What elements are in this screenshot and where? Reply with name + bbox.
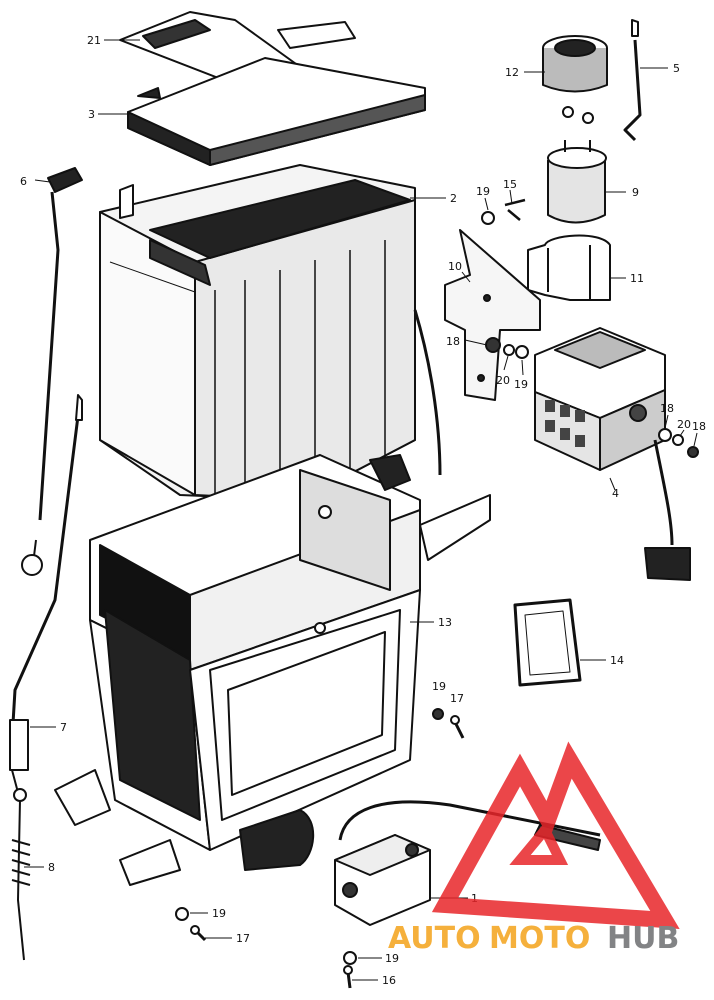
- watermark-moto: MOTO: [489, 921, 590, 956]
- fuse-box: [534, 327, 699, 581]
- callout-14: 14: [610, 654, 624, 667]
- callout-20-bracket: 20: [496, 374, 510, 387]
- callout-1: 1: [471, 892, 478, 905]
- callout-19-case: 19: [432, 680, 446, 693]
- callout-7: 7: [60, 721, 67, 734]
- callout-5: 5: [673, 62, 680, 75]
- watermark-hub: HUB: [607, 921, 679, 956]
- callout-labels: 21 3 6 2 12 5 9 19 15 11 10 18 20 19 18 …: [20, 34, 706, 987]
- callout-17-case: 17: [450, 692, 464, 705]
- ground-cable: [21, 167, 83, 576]
- callout-19-bracket: 19: [514, 378, 528, 391]
- callout-16: 16: [382, 974, 396, 987]
- callout-15: 15: [503, 178, 517, 191]
- leader-lines: [24, 39, 698, 981]
- callout-8: 8: [48, 861, 55, 874]
- callout-17-bottom: 17: [236, 932, 250, 945]
- watermark-auto: AUTO: [388, 921, 481, 956]
- automotohub-logo-mark: [431, 741, 680, 930]
- bolts-and-washers: [175, 708, 465, 989]
- callout-18-fuse-nut: 18: [692, 420, 706, 433]
- callout-2: 2: [450, 192, 457, 205]
- callout-12: 12: [505, 66, 519, 79]
- starter-relay: [527, 19, 642, 301]
- battery-cover-pad: [127, 57, 426, 166]
- callout-10: 10: [448, 260, 462, 273]
- callout-19-bottom: 19: [385, 952, 399, 965]
- callout-3: 3: [88, 108, 95, 121]
- callout-18-bracket: 18: [446, 335, 460, 348]
- callout-6: 6: [20, 175, 27, 188]
- relay-bracket: [444, 198, 541, 401]
- callout-11: 11: [630, 272, 644, 285]
- parts-illustration: [9, 11, 699, 989]
- battery: [99, 164, 442, 501]
- callout-9: 9: [632, 186, 639, 199]
- callout-18-fuse: 18: [660, 402, 674, 415]
- regulator: [334, 800, 601, 926]
- callout-21: 21: [87, 34, 101, 47]
- callout-19-bottom-left: 19: [212, 907, 226, 920]
- automotohub-watermark: AUTO MOTO HUB: [388, 741, 680, 956]
- rubber-pad: [513, 598, 582, 687]
- battery-case: [54, 454, 491, 886]
- callout-20-fuse: 20: [677, 418, 691, 431]
- callout-4: 4: [612, 487, 619, 500]
- callout-13: 13: [438, 616, 452, 629]
- positive-cable: [9, 394, 83, 961]
- callout-19-upper: 19: [476, 185, 490, 198]
